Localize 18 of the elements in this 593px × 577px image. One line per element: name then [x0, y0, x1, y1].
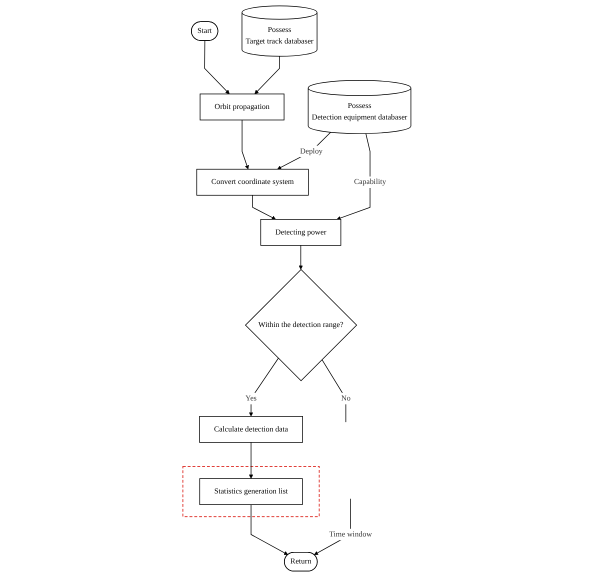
arrow — [248, 358, 278, 417]
arrow — [336, 133, 370, 220]
node-box — [198, 478, 302, 505]
arrow — [276, 132, 331, 170]
connector — [321, 359, 346, 423]
arrow — [241, 120, 249, 170]
node-box — [196, 168, 308, 196]
arrow — [250, 504, 288, 555]
arrow — [254, 56, 280, 94]
arrow — [298, 245, 303, 270]
cluster — [182, 466, 320, 518]
node-box — [260, 219, 341, 246]
node-box — [198, 416, 303, 443]
node-box — [199, 94, 284, 120]
arrow — [204, 40, 230, 94]
arrow — [248, 442, 253, 479]
arrow — [252, 194, 276, 220]
node-diamond — [244, 269, 357, 382]
